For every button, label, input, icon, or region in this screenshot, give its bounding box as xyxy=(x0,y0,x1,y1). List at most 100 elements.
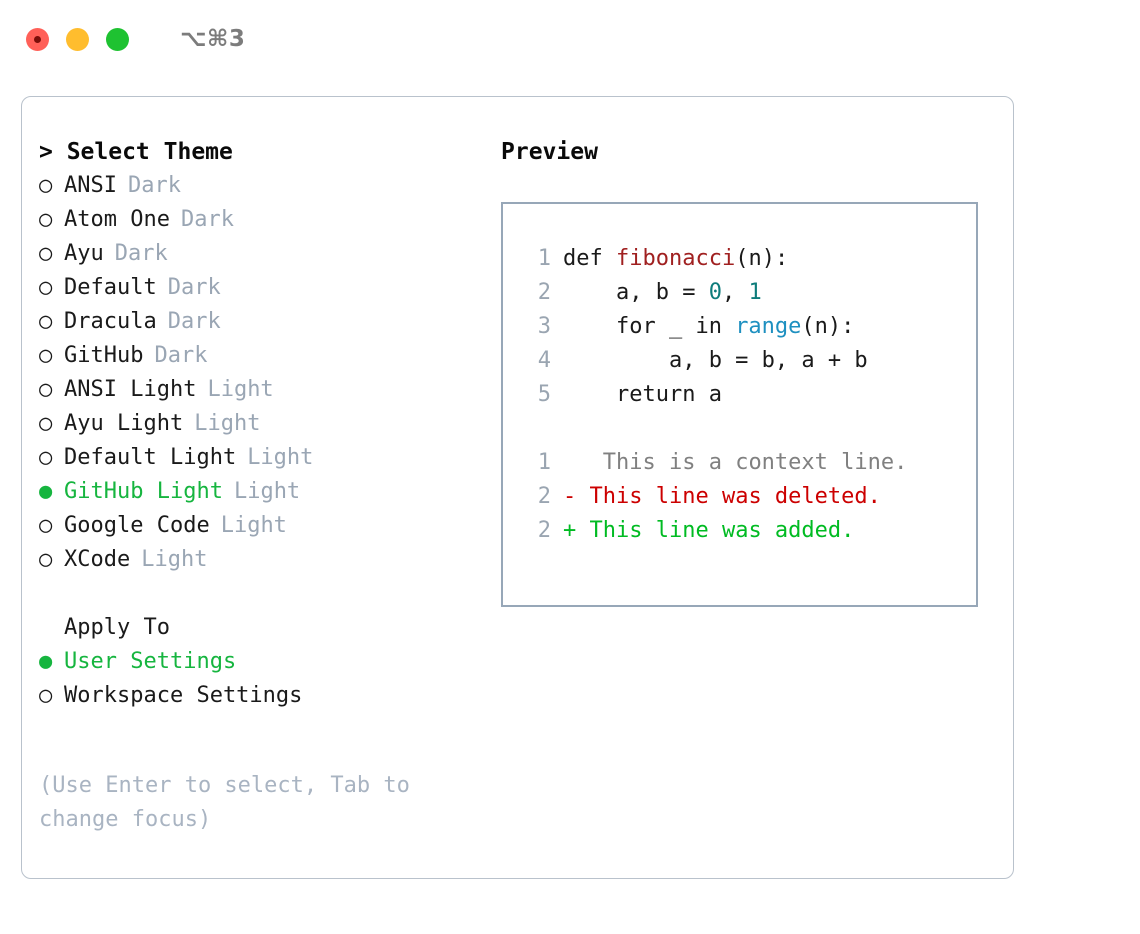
line-number: 3 xyxy=(537,314,551,339)
code-line: 3 for _ in range(n): xyxy=(521,310,976,344)
diff-line-content: This line was added. xyxy=(589,518,855,543)
theme-list-item[interactable]: ○ Atom One Dark xyxy=(39,203,479,237)
radio-unselected-icon[interactable]: ○ xyxy=(39,173,53,198)
diff-sample: 1 This is a context line.2- This line wa… xyxy=(521,446,976,548)
radio-selected-icon[interactable]: ● xyxy=(39,479,53,504)
radio-unselected-icon[interactable]: ○ xyxy=(39,309,53,334)
theme-list-item[interactable]: ○ GitHub Dark xyxy=(39,339,479,373)
line-number: 4 xyxy=(537,348,551,373)
radio-selected-icon[interactable]: ● xyxy=(39,649,53,674)
code-token: for _ in xyxy=(563,314,736,339)
theme-list-item[interactable]: ○ Dracula Dark xyxy=(39,305,479,339)
diff-line: 2 + This line was added. xyxy=(521,514,976,548)
apply-to-option[interactable]: ○ Workspace Settings xyxy=(39,679,479,713)
theme-name-label: Default Light xyxy=(64,445,237,470)
theme-name-label: XCode xyxy=(64,547,131,572)
theme-name-label: Ayu xyxy=(64,241,104,266)
line-number: 5 xyxy=(537,382,551,407)
apply-to-heading-row: ○ Apply To xyxy=(39,611,479,645)
traffic-lights xyxy=(26,27,129,51)
theme-name-label: Google Code xyxy=(64,513,210,538)
theme-list-item[interactable]: ○ ANSI Dark xyxy=(39,169,479,203)
theme-name-label: ANSI xyxy=(64,173,117,198)
code-line-content: return a xyxy=(563,378,722,412)
radio-unselected-icon[interactable]: ○ xyxy=(39,241,53,266)
radio-unselected-icon[interactable]: ○ xyxy=(39,377,53,402)
code-token: a, b = b, a + b xyxy=(563,348,868,373)
theme-variant-badge: Dark xyxy=(127,173,181,198)
theme-list-item[interactable]: ○ Google Code Light xyxy=(39,509,479,543)
theme-variant-badge: Light xyxy=(233,479,301,504)
minimize-button-icon[interactable] xyxy=(66,27,89,51)
code-line-content: for _ in range(n): xyxy=(563,310,854,344)
code-token: fibonacci xyxy=(615,246,736,271)
theme-variant-badge: Light xyxy=(220,513,287,538)
theme-name-label: Default xyxy=(64,275,157,300)
radio-unselected-icon[interactable]: ○ xyxy=(39,343,53,368)
radio-unselected-icon[interactable]: ○ xyxy=(39,513,53,538)
theme-name-label: GitHub Light xyxy=(64,479,223,504)
apply-to-section: ○ Apply To ●User Settings○Workspace Sett… xyxy=(39,611,479,713)
theme-variant-badge: Dark xyxy=(167,309,221,334)
theme-name-label: Ayu Light xyxy=(64,411,184,436)
theme-list-item[interactable]: ● GitHub Light Light xyxy=(39,475,479,509)
code-token: (n): xyxy=(735,246,789,271)
apply-to-label: Workspace Settings xyxy=(64,683,303,708)
theme-variant-badge: Dark xyxy=(114,241,168,266)
radio-unselected-icon[interactable]: ○ xyxy=(39,445,53,470)
theme-variant-badge: Dark xyxy=(180,207,234,232)
diff-marker xyxy=(563,446,590,480)
keyboard-hint-text: (Use Enter to select, Tab to change focu… xyxy=(39,773,410,832)
radio-unselected-icon[interactable]: ○ xyxy=(39,275,53,300)
apply-to-heading: Apply To xyxy=(64,615,170,640)
apply-to-options[interactable]: ● User Settings ○ Workspace Settings xyxy=(39,645,479,713)
code-token: 0 xyxy=(708,280,722,305)
diff-marker: - xyxy=(563,484,590,509)
radio-unselected-icon[interactable]: ○ xyxy=(39,547,53,572)
code-token: a, b = xyxy=(563,280,709,305)
apply-to-option[interactable]: ● User Settings xyxy=(39,645,479,679)
diff-line-number: 1 xyxy=(537,450,551,475)
theme-name-label: GitHub xyxy=(64,343,144,368)
close-button-icon[interactable] xyxy=(26,27,49,51)
theme-list-item[interactable]: ○ Ayu Dark xyxy=(39,237,479,271)
spacer-icon: ○ xyxy=(39,611,64,645)
theme-name-label: Dracula xyxy=(64,309,157,334)
diff-line-number: 2 xyxy=(537,518,551,543)
code-token: def xyxy=(563,246,616,271)
apply-to-label: User Settings xyxy=(64,649,237,674)
code-token: (n): xyxy=(801,314,855,339)
code-token: range xyxy=(735,314,802,339)
radio-unselected-icon[interactable]: ○ xyxy=(39,683,53,708)
code-line-content: a, b = b, a + b xyxy=(563,344,868,378)
select-theme-heading: > Select Theme xyxy=(39,139,233,165)
radio-unselected-icon[interactable]: ○ xyxy=(39,411,53,436)
code-line: 4 a, b = b, a + b xyxy=(521,344,976,378)
diff-marker: + xyxy=(563,518,590,543)
theme-variant-badge: Light xyxy=(194,411,261,436)
title-bar: ⌥⌘3 xyxy=(0,0,1140,78)
theme-list-item[interactable]: ○ Default Dark xyxy=(39,271,479,305)
diff-line-number: 2 xyxy=(537,484,551,509)
code-line: 5 return a xyxy=(521,378,976,412)
theme-variant-badge: Dark xyxy=(154,343,208,368)
preview-heading: Preview xyxy=(501,139,598,165)
diff-line: 2- This line was deleted. xyxy=(521,480,976,514)
diff-line: 1 This is a context line. xyxy=(521,446,976,480)
line-number: 2 xyxy=(537,280,551,305)
code-line-content: a, b = 0, 1 xyxy=(563,276,762,310)
diff-line-content: This line was deleted. xyxy=(589,484,881,509)
theme-variant-badge: Dark xyxy=(167,275,221,300)
theme-list-item[interactable]: ○ Ayu Light Light xyxy=(39,407,479,441)
theme-name-label: Atom One xyxy=(64,207,170,232)
radio-unselected-icon[interactable]: ○ xyxy=(39,207,53,232)
zoom-button-icon[interactable] xyxy=(106,27,129,51)
